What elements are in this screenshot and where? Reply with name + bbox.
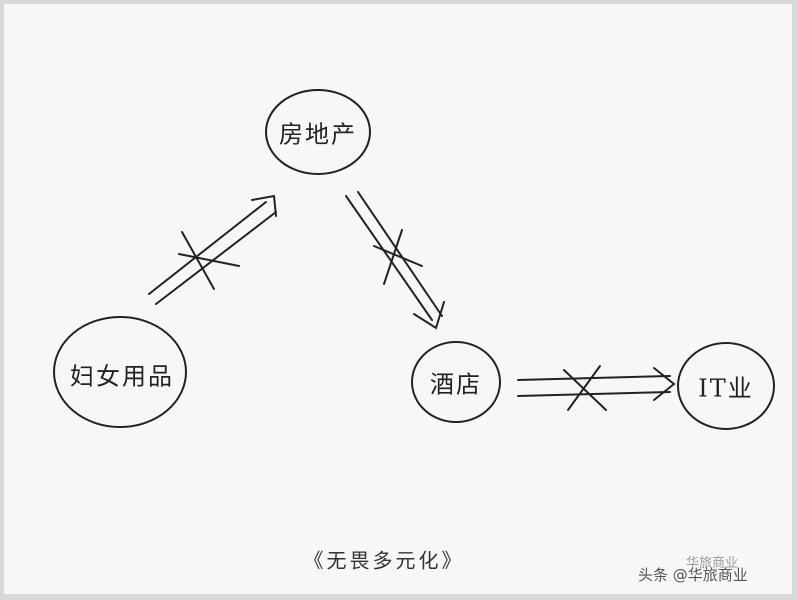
- arrow-realestate-to-hotel: [345, 191, 445, 330]
- cross-mark-icon: [373, 229, 423, 285]
- arrow-hotel-to-it: [517, 365, 676, 411]
- node-circle-it: [677, 342, 775, 430]
- diagram-caption: 《无畏多元化》: [303, 548, 465, 573]
- node-label-women-products: 妇女用品: [70, 362, 174, 391]
- cross-mark-icon: [178, 231, 240, 290]
- arrow-women-to-realestate: [148, 194, 277, 305]
- node-label-it: IT业: [698, 374, 754, 403]
- diagram-sheet: 房地产 妇女用品 酒店 IT业 《无畏多元化》 华旅商业 头条 @华旅商业: [4, 4, 792, 594]
- node-label-hotel: 酒店: [430, 370, 482, 399]
- node-circle-real-estate: [265, 89, 371, 175]
- watermark: 头条 @华旅商业: [638, 566, 748, 584]
- diagram-canvas: [53, 89, 775, 430]
- cross-mark-icon: [563, 365, 607, 411]
- watermark-shadow: 华旅商业: [686, 556, 739, 571]
- node-label-real-estate: 房地产: [279, 120, 357, 149]
- node-circle-hotel: [411, 341, 501, 423]
- node-circle-women-products: [53, 316, 187, 428]
